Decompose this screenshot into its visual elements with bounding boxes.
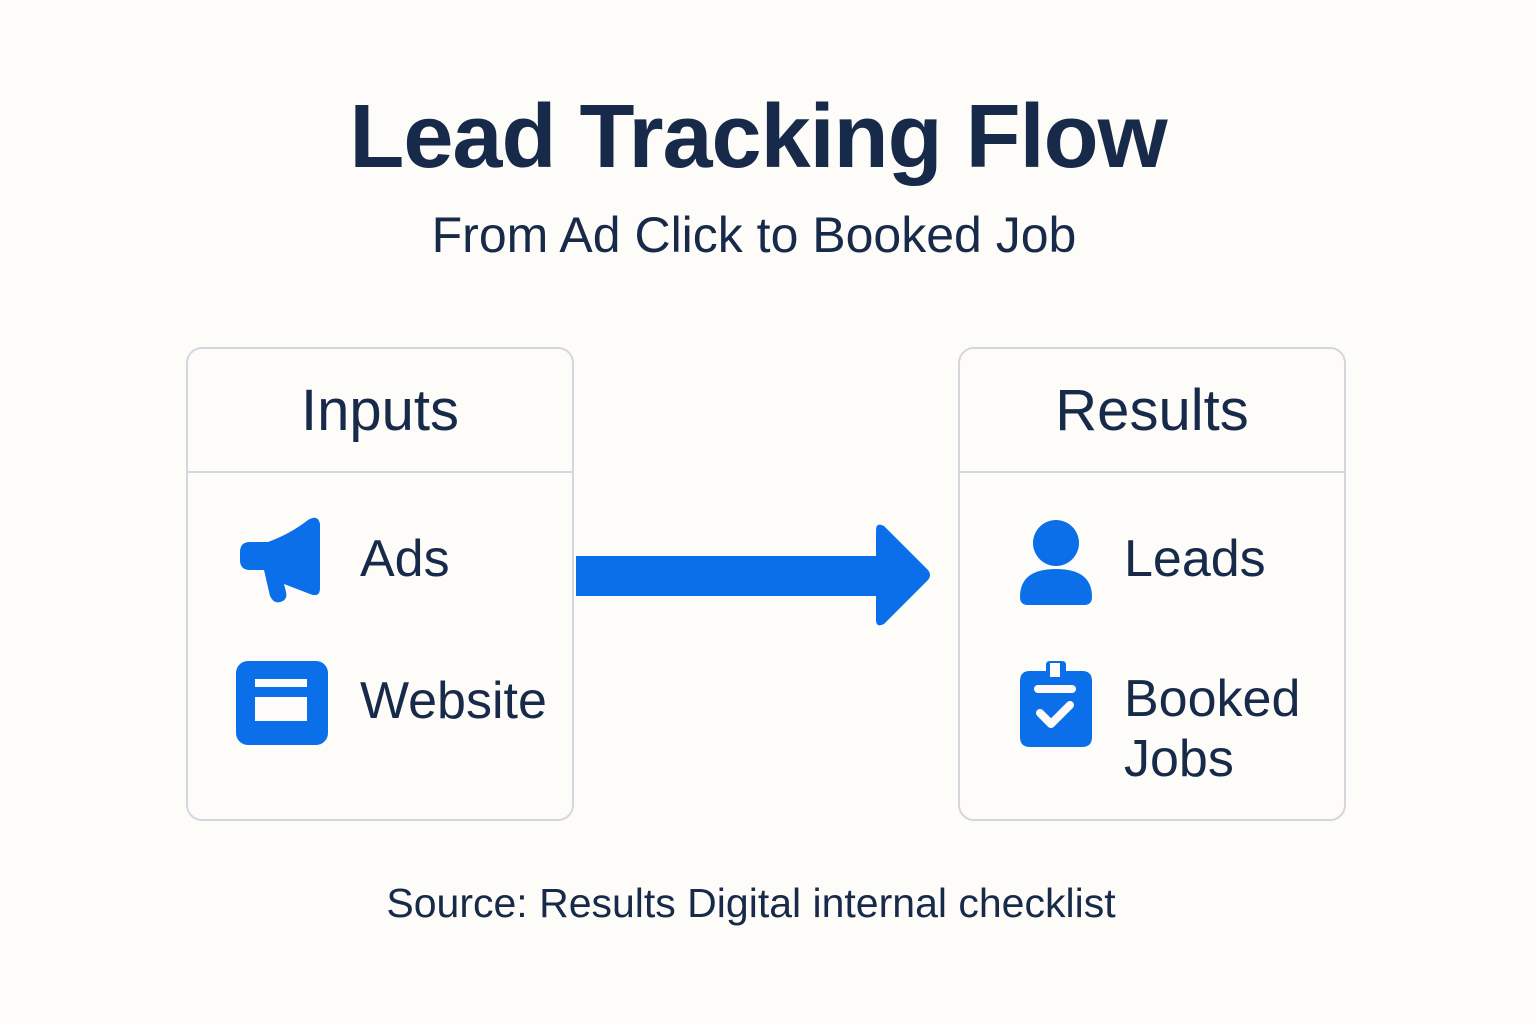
megaphone-icon [238, 514, 322, 611]
results-box-title: Results [960, 349, 1344, 473]
results-box: Results Leads Booked Jobs [958, 347, 1346, 821]
inputs-box: Inputs Ads Website [186, 347, 574, 821]
result-item-label: Booked Jobs [1124, 669, 1300, 789]
input-item-label: Ads [360, 530, 450, 588]
arrow-right-icon [576, 524, 930, 626]
result-item-label-line2: Jobs [1124, 730, 1234, 788]
page-title: Lead Tracking Flow [349, 87, 1167, 187]
page-subtitle: From Ad Click to Booked Job [431, 207, 1077, 263]
clipboard-check-icon [1018, 661, 1094, 754]
result-item-label-line1: Booked [1124, 670, 1301, 728]
inputs-box-title: Inputs [188, 349, 572, 473]
source-caption: Source: Results Digital internal checkli… [386, 880, 1116, 926]
flow-arrow [576, 522, 936, 633]
user-icon [1018, 519, 1094, 610]
browser-window-icon [236, 661, 328, 750]
result-item-label: Leads [1124, 530, 1266, 588]
input-item-label: Website [360, 672, 547, 730]
